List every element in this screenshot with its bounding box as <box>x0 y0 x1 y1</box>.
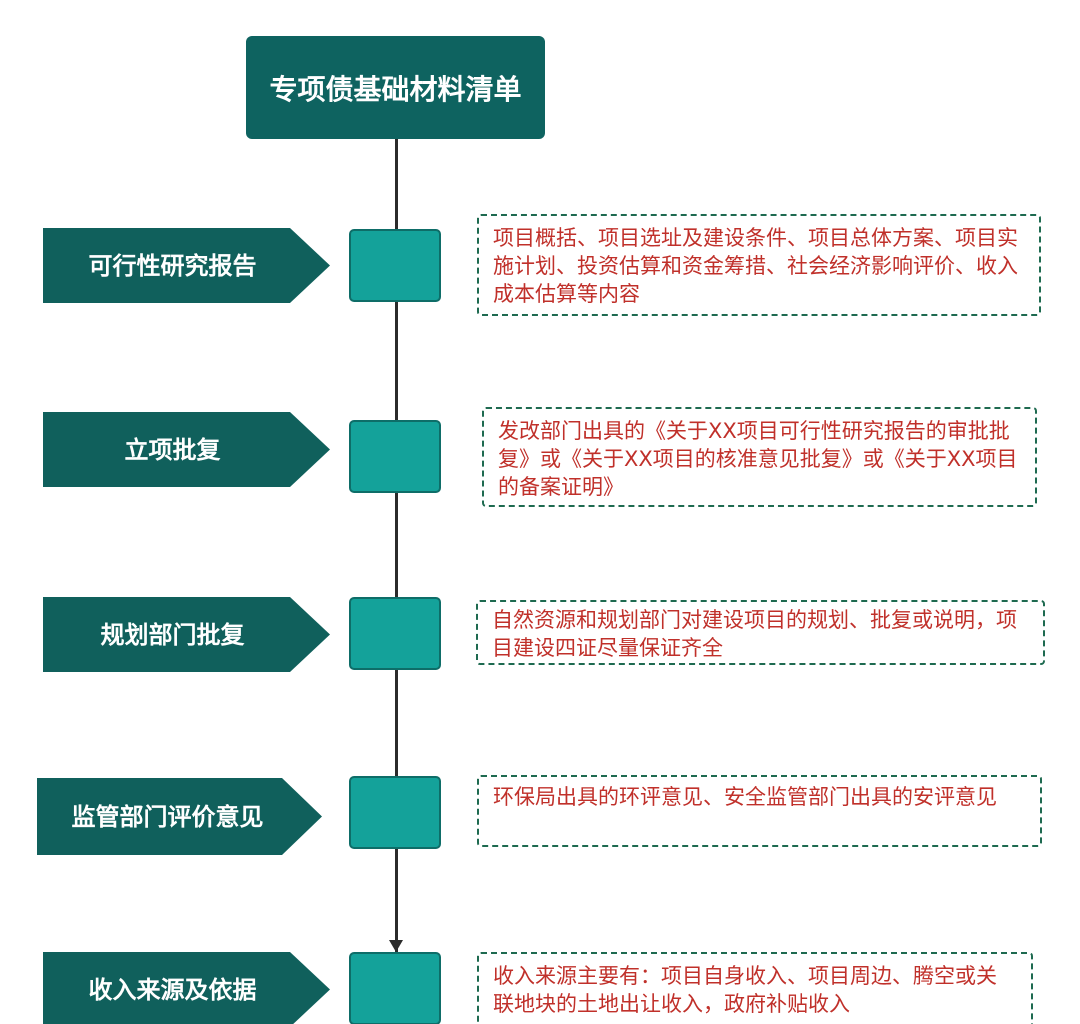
stage-node-regulatory <box>349 776 441 849</box>
stage-desc-approval: 发改部门出具的《关于XX项目可行性研究报告的审批批复》或《关于XX项目的核准意见… <box>482 407 1037 507</box>
stage-label-regulatory: 监管部门评价意见 <box>37 778 322 855</box>
stage-node-revenue <box>349 952 441 1024</box>
stage-desc-revenue: 收入来源主要有：项目自身收入、项目周边、腾空或关联地块的土地出让收入，政府补贴收… <box>477 952 1033 1024</box>
diagram-title: 专项债基础材料清单 <box>246 36 545 139</box>
stage-desc-regulatory: 环保局出具的环评意见、安全监管部门出具的安评意见 <box>477 775 1042 847</box>
stage-label-planning: 规划部门批复 <box>43 597 330 672</box>
stage-node-feasibility <box>349 229 441 302</box>
stage-desc-planning: 自然资源和规划部门对建设项目的规划、批复或说明，项目建设四证尽量保证齐全 <box>476 600 1045 665</box>
stage-node-planning <box>349 597 441 670</box>
stage-node-approval <box>349 420 441 493</box>
stage-label-feasibility: 可行性研究报告 <box>43 228 330 303</box>
arrowhead-down-icon <box>389 940 403 952</box>
stage-label-revenue: 收入来源及依据 <box>43 952 330 1024</box>
stage-label-approval: 立项批复 <box>43 412 330 487</box>
stage-desc-feasibility: 项目概括、项目选址及建设条件、项目总体方案、项目实施计划、投资估算和资金筹措、社… <box>477 214 1041 316</box>
connector-spine <box>395 139 398 1024</box>
